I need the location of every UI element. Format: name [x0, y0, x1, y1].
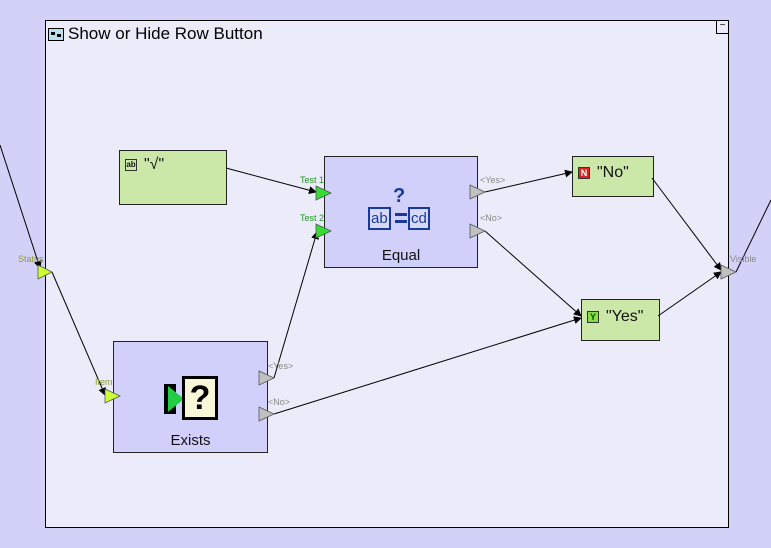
- equal-caption: Equal: [381, 247, 421, 264]
- test1-port[interactable]: [315, 185, 332, 201]
- equal-yes-label: <Yes>: [480, 175, 506, 185]
- connector-offscreen-to-status: [0, 144, 42, 269]
- equal-icon-cd: cd: [408, 207, 430, 230]
- yes-value-node[interactable]: Y "Yes": [581, 299, 660, 341]
- item-port[interactable]: [104, 388, 121, 404]
- equal-no-label: <No>: [480, 213, 503, 223]
- connector-status-to-item: [51, 271, 106, 396]
- text-node-check[interactable]: ab "√": [119, 150, 227, 205]
- group-icon: [48, 27, 64, 41]
- equal-icon-ab: ab: [368, 207, 391, 230]
- connector-equal-no-to-yes: [484, 230, 582, 317]
- exists-icon: ?: [164, 376, 218, 420]
- visible-port-label: Visible: [730, 254, 757, 264]
- panel-title-text: Show or Hide Row Button: [68, 24, 263, 43]
- connector-no-to-visible: [651, 177, 722, 271]
- equal-icon: ? ab cd: [368, 185, 434, 232]
- minimize-button[interactable]: −: [716, 20, 729, 34]
- exists-node[interactable]: ? Exists: [113, 341, 268, 453]
- equal-no-port[interactable]: [469, 223, 486, 239]
- panel-title: Show or Hide Row Button: [48, 24, 263, 44]
- test2-label: Test 2: [300, 213, 325, 223]
- exists-yes-port[interactable]: [258, 370, 275, 386]
- test2-port[interactable]: [315, 223, 332, 239]
- equal-node[interactable]: ? ab cd Equal: [324, 156, 478, 268]
- no-value-node[interactable]: N "No": [572, 156, 654, 197]
- equal-yes-port[interactable]: [469, 184, 486, 200]
- connector-exists-yes-to-test2: [273, 231, 319, 379]
- status-port-label: Status: [18, 254, 44, 264]
- exists-no-label: <No>: [268, 397, 291, 407]
- text-node-label: "√": [144, 156, 165, 173]
- no-value-label: "No": [597, 164, 629, 181]
- exists-icon-triangle: [168, 386, 184, 412]
- yes-badge-icon: Y: [587, 311, 599, 323]
- exists-yes-label: <Yes>: [268, 361, 294, 371]
- connector-visible-offscreen: [735, 199, 771, 273]
- exists-caption: Exists: [170, 432, 211, 449]
- connector-yes-to-visible: [657, 271, 722, 317]
- test1-label: Test 1: [300, 175, 325, 185]
- connector-exists-no-to-yes: [273, 316, 582, 415]
- connector-text-to-test1: [225, 167, 317, 195]
- exists-no-port[interactable]: [258, 406, 275, 422]
- text-icon: ab: [125, 159, 137, 171]
- connector-equal-yes-to-no: [484, 169, 573, 193]
- equal-icon-question: ?: [393, 185, 406, 207]
- equal-icon-sign: [395, 213, 407, 216]
- status-port[interactable]: [37, 264, 53, 280]
- no-badge-icon: N: [578, 167, 590, 179]
- yes-value-label: "Yes": [606, 308, 644, 325]
- item-label: Item: [95, 377, 113, 387]
- exists-icon-question: ?: [182, 376, 218, 420]
- visible-port[interactable]: [720, 264, 737, 280]
